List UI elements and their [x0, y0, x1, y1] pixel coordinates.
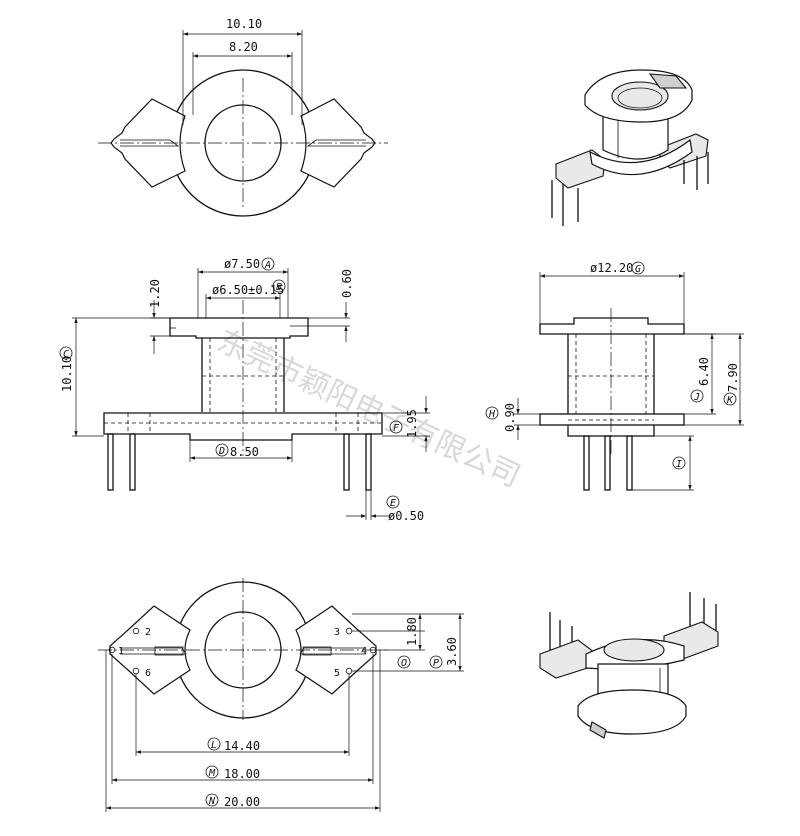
pin-label-3: 3 — [334, 627, 340, 638]
iso-view-bottom — [539, 592, 719, 739]
iso-flange-notch — [648, 73, 688, 89]
dim-flange-diameter: ø12.20 — [590, 261, 633, 275]
dim-height: 10.10 — [60, 356, 74, 392]
iso-flange-bore-inner — [617, 87, 663, 109]
label-a: A — [264, 260, 271, 271]
side-pin — [626, 435, 633, 491]
top-view-right-lobe — [300, 98, 376, 188]
dim-overall-width: 20.00 — [224, 795, 260, 809]
dim-flange-thickness: 1.20 — [148, 279, 162, 308]
dim-step: 0.60 — [340, 269, 354, 298]
bottom-right-slot — [299, 647, 366, 655]
label-b: B — [276, 282, 282, 293]
pin-hole-2 — [132, 627, 140, 635]
pin-label-5: 5 — [334, 668, 340, 679]
front-pin — [107, 433, 114, 491]
front-pin — [129, 433, 136, 491]
side-view-base — [539, 413, 685, 426]
bottom-left-slot — [120, 647, 187, 655]
front-view: ø7.50 A ø6.50±0.15 B 1.20 0.60 10.10 C — [59, 257, 430, 523]
label-h: H — [488, 409, 496, 420]
side-pin — [583, 435, 590, 491]
front-pin — [365, 433, 372, 491]
label-circle — [485, 406, 499, 420]
pin-label-6: 6 — [145, 668, 151, 679]
side-view-flange — [539, 317, 685, 335]
label-circle — [205, 793, 219, 807]
label-circle — [429, 655, 443, 669]
iso-top-bore — [603, 638, 665, 662]
label-n: N — [208, 796, 216, 807]
side-view: ø12.20 G H 0.90 J 6.40 K 7.90 I — [485, 261, 744, 491]
watermark: 东莞市颖阳电子有限公司 — [212, 324, 526, 495]
pin-label-4: 4 — [361, 646, 367, 657]
pin-hole-5 — [345, 667, 353, 675]
pin-hole-3 — [345, 627, 353, 635]
label-o: O — [401, 658, 407, 669]
label-e: E — [390, 498, 396, 509]
iso-view-top — [551, 69, 709, 226]
label-circle — [389, 420, 403, 434]
label-p: P — [433, 658, 439, 669]
dim-pin-diameter: ø0.50 — [388, 509, 424, 523]
label-circle — [631, 261, 645, 275]
label-d: D — [218, 446, 225, 457]
label-circle — [205, 765, 219, 779]
label-g: G — [635, 264, 641, 275]
bottom-view: 1 2 3 4 5 6 1.80 O P 3.60 L 14.40 M 18.0… — [98, 578, 464, 812]
dim-outer-width: 10.10 — [226, 17, 262, 31]
label-c: C — [63, 349, 69, 360]
label-circle — [272, 279, 286, 293]
pin-label-1: 1 — [118, 646, 124, 657]
label-l: L — [211, 740, 217, 751]
top-view: 10.10 8.20 — [98, 17, 388, 217]
label-circle — [397, 655, 411, 669]
label-circle — [59, 346, 73, 360]
label-circle — [386, 495, 400, 509]
iso-flange-bore — [611, 81, 669, 111]
dim-base-thickness: 0.90 — [503, 403, 517, 432]
dim-base-center: 8.50 — [230, 445, 259, 459]
dim-pin-span: 14.40 — [224, 739, 260, 753]
pin-hole-1 — [108, 646, 116, 654]
label-circle — [672, 456, 686, 470]
dim-inner-diameter: ø6.50±0.15 — [212, 283, 284, 297]
label-m: M — [208, 768, 216, 779]
dim-pin-row-offset: 1.80 — [405, 617, 419, 646]
label-f: F — [393, 423, 400, 434]
pin-hole-6 — [132, 667, 140, 675]
dim-pin-pitch: 3.60 — [445, 637, 459, 666]
iso-base-plate — [589, 138, 693, 176]
side-pin — [604, 435, 611, 491]
label-k: K — [726, 395, 734, 406]
bottom-left-slot-box — [154, 646, 184, 656]
label-i: I — [676, 459, 682, 470]
label-j: J — [693, 392, 700, 403]
top-view-right-slot — [306, 139, 366, 147]
iso-flange-notch — [589, 721, 607, 739]
bottom-right-slot-box — [302, 646, 332, 656]
label-circle — [261, 257, 275, 271]
label-circle — [215, 443, 229, 457]
pin-label-2: 2 — [145, 627, 151, 638]
pin-hole-4 — [369, 646, 377, 654]
label-circle — [690, 389, 704, 403]
watermark-text: 东莞市颖阳电子有限公司 — [212, 324, 526, 495]
dim-top-diameter: ø7.50 — [224, 257, 260, 271]
front-pin — [343, 433, 350, 491]
front-view-flange — [169, 317, 309, 339]
dim-base-height: 1.95 — [405, 409, 419, 438]
label-circle — [723, 392, 737, 406]
dim-body-width: 18.00 — [224, 767, 260, 781]
dim-total: 7.90 — [726, 363, 740, 392]
dim-inner-width: 8.20 — [229, 40, 258, 54]
dim-winding: 6.40 — [697, 357, 711, 386]
label-circle — [207, 737, 221, 751]
